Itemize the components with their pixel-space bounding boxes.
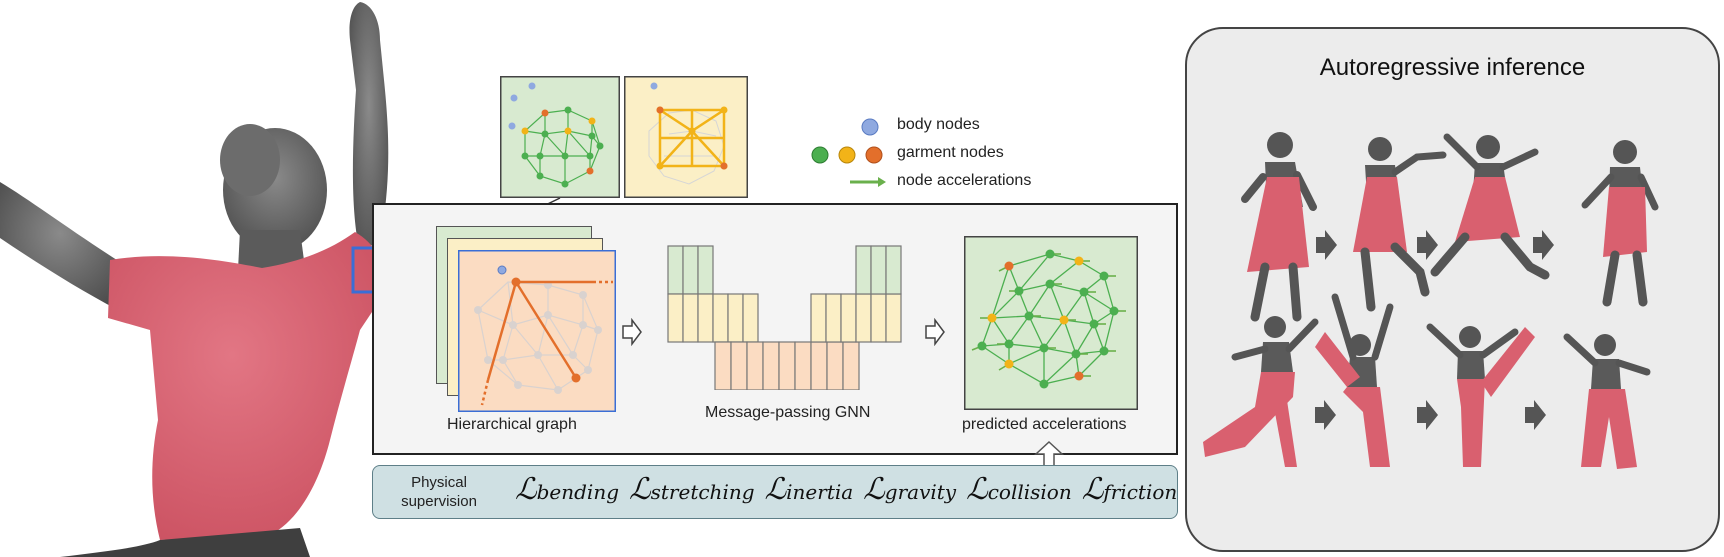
loss-term-friction: ℒfriction bbox=[1082, 473, 1178, 506]
arrow-right-icon bbox=[925, 318, 945, 346]
loss-term-inertia: ℒinertia bbox=[765, 473, 854, 506]
mesh-tile-yellow bbox=[624, 76, 748, 198]
label-predicted-accelerations: predicted accelerations bbox=[962, 416, 1127, 433]
loss-subscript: stretching bbox=[650, 480, 755, 504]
mesh-tile-green bbox=[500, 76, 620, 198]
dress-figure-2 bbox=[1353, 137, 1447, 312]
legend-garment-nodes: garment nodes bbox=[897, 144, 1004, 161]
pants-figure-1 bbox=[1203, 316, 1319, 467]
sequence-arrow-icon bbox=[1417, 400, 1438, 430]
label-hierarchical-graph: Hierarchical graph bbox=[447, 416, 577, 433]
dress-sequence-row bbox=[1241, 132, 1659, 322]
pants-figure-2 bbox=[1315, 293, 1394, 467]
loss-subscript: collision bbox=[987, 480, 1072, 504]
acceleration-arrow-icon bbox=[850, 177, 886, 187]
autoregressive-sequence bbox=[1203, 132, 1659, 469]
loss-term-stretching: ℒstretching bbox=[629, 473, 755, 506]
legend-node-accelerations: node accelerations bbox=[897, 172, 1032, 189]
physical-supervision-bar bbox=[372, 465, 1178, 519]
loss-symbol: ℒ bbox=[1081, 473, 1104, 506]
sequence-arrow-icon bbox=[1417, 230, 1438, 260]
sequence-arrow-icon bbox=[1315, 400, 1336, 430]
loss-subscript: friction bbox=[1103, 480, 1178, 504]
autoregressive-title: Autoregressive inference bbox=[1319, 54, 1586, 81]
supervision-label-line2: supervision bbox=[401, 493, 477, 510]
garment-node-icons bbox=[811, 146, 883, 164]
sequence-arrow-icon bbox=[1533, 230, 1554, 260]
pants-figure-3 bbox=[1426, 323, 1535, 467]
loss-subscript: bending bbox=[536, 480, 620, 504]
loss-symbol: ℒ bbox=[863, 473, 885, 506]
pants-figure-4 bbox=[1563, 333, 1651, 469]
loss-term-collision: ℒcollision bbox=[966, 473, 1072, 506]
legend-body-nodes: body nodes bbox=[897, 116, 980, 133]
supervision-label-line1: Physical bbox=[411, 474, 467, 491]
sequence-arrow-icon bbox=[1525, 400, 1546, 430]
pants-sequence-row bbox=[1203, 293, 1651, 469]
loss-subscript: gravity bbox=[884, 480, 957, 504]
loss-subscript: inertia bbox=[786, 480, 854, 504]
hero-figure bbox=[0, 2, 405, 557]
loss-symbol: ℒ bbox=[515, 473, 537, 506]
gnn-blocks bbox=[667, 245, 902, 390]
loss-term-gravity: ℒgravity bbox=[863, 473, 956, 506]
loss-term-bending: ℒbending bbox=[515, 473, 619, 506]
dress-figure-4 bbox=[1581, 140, 1659, 307]
loss-symbol: ℒ bbox=[966, 473, 988, 506]
body-node-icon bbox=[861, 118, 879, 136]
arrow-right-icon bbox=[622, 318, 642, 346]
loss-symbol: ℒ bbox=[629, 473, 651, 506]
dress-figure-3 bbox=[1430, 133, 1550, 280]
supervision-label: Physical supervision bbox=[384, 473, 494, 511]
dress-figure-1 bbox=[1241, 132, 1317, 322]
sequence-arrow-icon bbox=[1316, 230, 1337, 260]
loss-symbol: ℒ bbox=[764, 473, 787, 506]
label-message-passing: Message-passing GNN bbox=[705, 404, 871, 421]
predicted-accelerations-mesh bbox=[964, 236, 1138, 410]
graph-level-orange bbox=[458, 250, 616, 412]
